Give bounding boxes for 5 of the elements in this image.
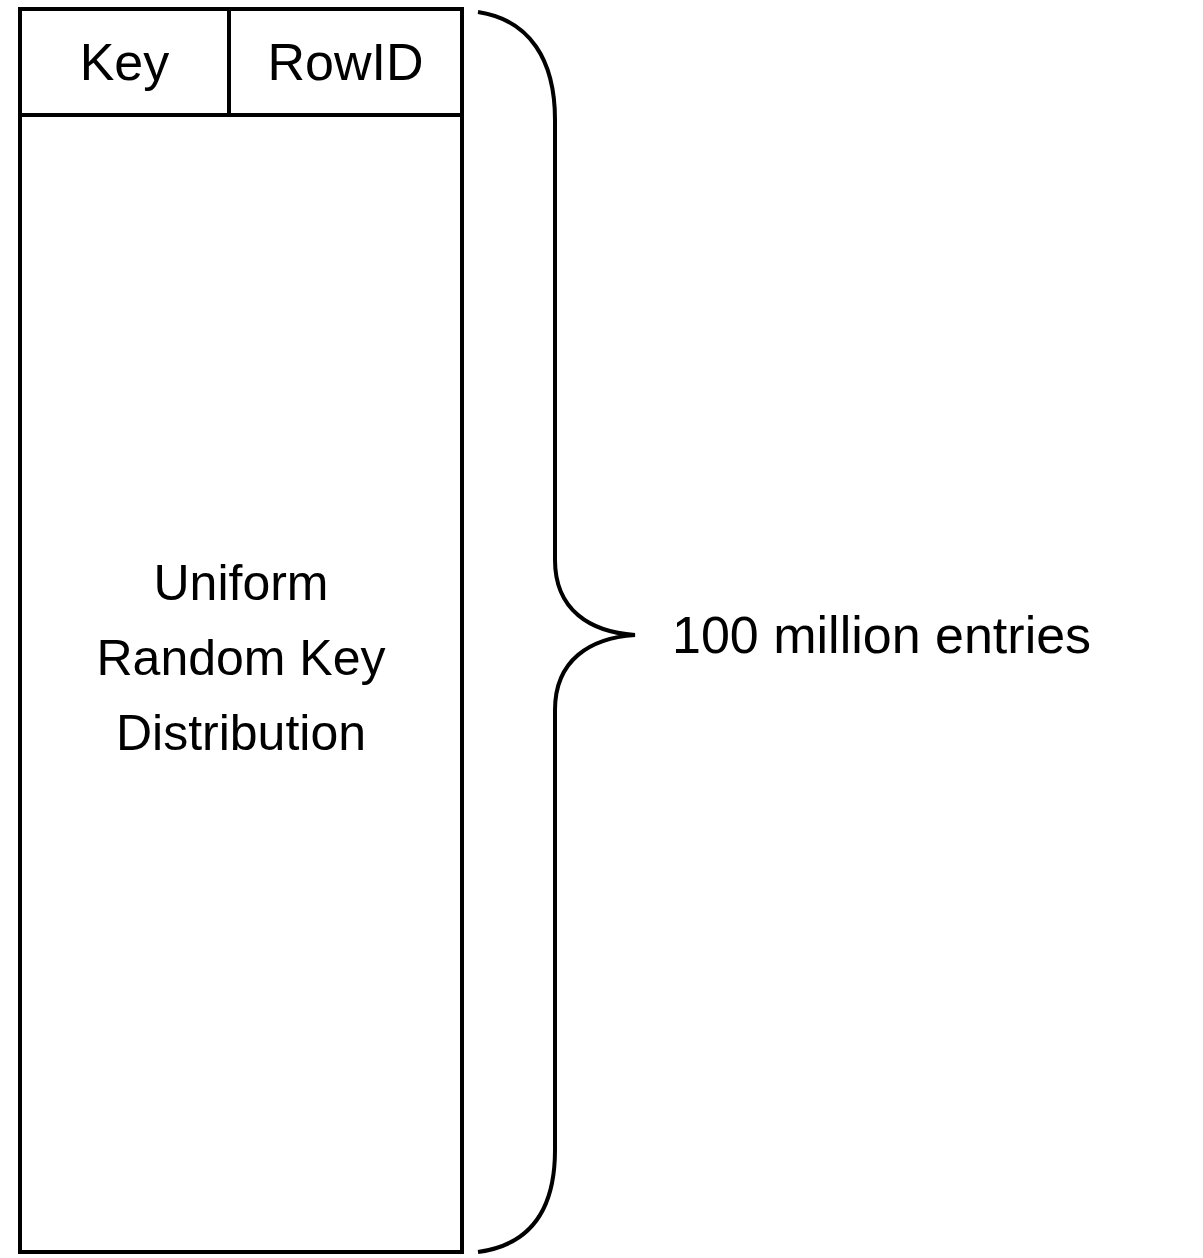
body-text: Uniform Random Key Distribution bbox=[95, 554, 387, 763]
brace-label: 100 million entries bbox=[672, 605, 1092, 666]
header-cell bbox=[22, 11, 231, 117]
column-header: RowID bbox=[267, 32, 424, 93]
column-header: Key bbox=[79, 32, 170, 93]
